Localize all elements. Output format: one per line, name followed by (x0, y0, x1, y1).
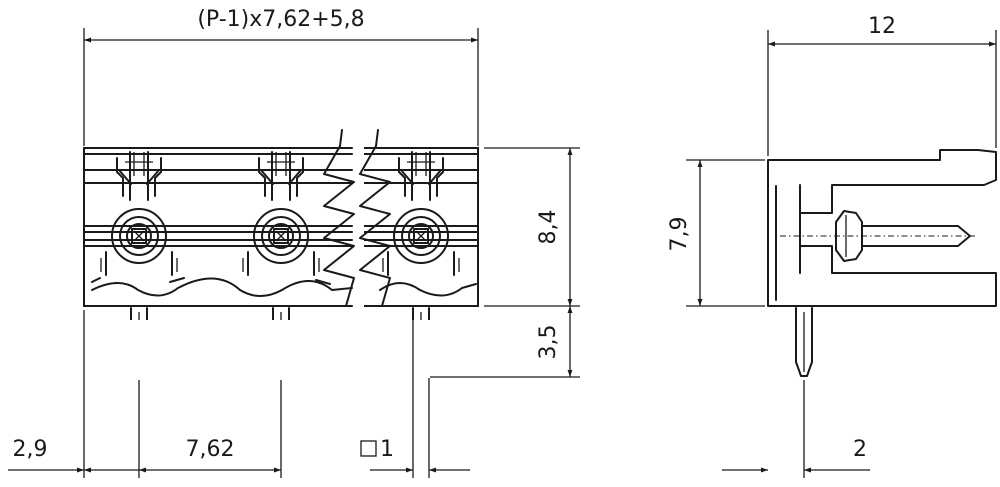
front-body-right (364, 147, 479, 320)
dim-total-width: (P-1)x7,62+5,8 (197, 7, 364, 32)
dim-pin-square: 1 (380, 437, 394, 462)
dim-body-height: 8,4 (536, 210, 561, 245)
dim-side-height: 7,9 (667, 217, 692, 252)
side-housing-outline (767, 149, 997, 307)
break-line-right (359, 129, 391, 307)
square-symbol (360, 440, 377, 457)
dim-pin-offset: 2 (853, 437, 867, 462)
side-view: 12 7,9 2 (667, 14, 997, 478)
side-solder-pin (795, 307, 813, 377)
front-body-left (83, 147, 353, 320)
front-view: (P-1)x7,62+5,8 8,4 3,5 2,9 7,62 1 (8, 7, 580, 478)
dim-edge-offset: 2,9 (13, 437, 48, 462)
dim-pin-length: 3,5 (536, 325, 561, 360)
dim-pitch: 7,62 (186, 437, 235, 462)
break-line-left (323, 129, 355, 307)
side-contact-ferrule (835, 210, 863, 262)
dim-depth: 12 (868, 14, 896, 39)
